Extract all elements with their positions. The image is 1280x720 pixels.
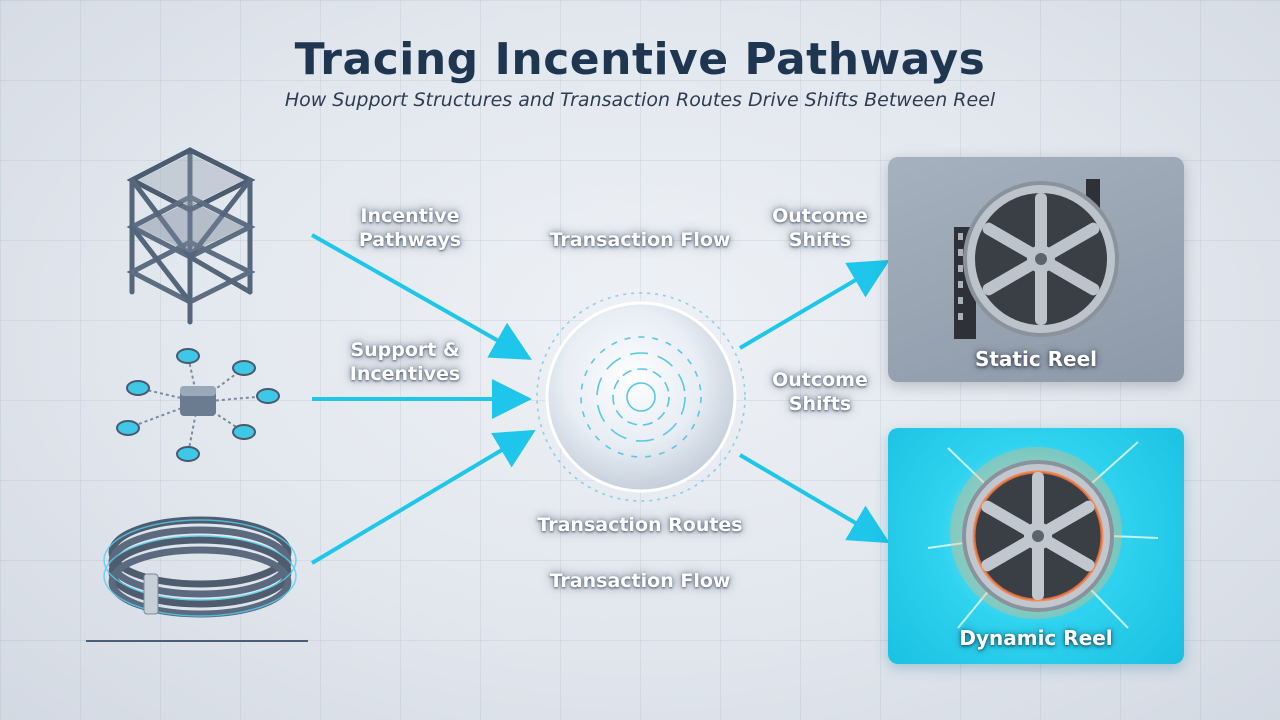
- cable-coil-icon: [100, 500, 300, 630]
- scaffold-structure-icon: [110, 132, 270, 327]
- film-reel-icon: [946, 177, 1126, 342]
- arrow-cable-to-hub: [310, 429, 536, 565]
- static-reel-card: Static Reel: [888, 157, 1184, 382]
- label-outcome-shifts-top: Outcome Shifts: [772, 205, 868, 251]
- label-incentive-pathways: Incentive Pathways: [358, 205, 462, 251]
- dynamic-reel-label: Dynamic Reel: [959, 626, 1113, 650]
- label-transaction-flow-bottom: Transaction Flow: [549, 570, 731, 592]
- dynamic-reel-card: Dynamic Reel: [888, 428, 1184, 664]
- node-network-icon: [108, 340, 288, 470]
- static-reel-label: Static Reel: [974, 347, 1098, 371]
- transaction-sphere-icon: [536, 292, 746, 502]
- label-outcome-shifts-bottom: Outcome Shifts: [772, 369, 868, 415]
- arrow-scaffold-to-hub: [311, 233, 532, 360]
- label-support-incentives: Support & Incentives: [349, 339, 461, 385]
- page-title: Tracing Incentive Pathways: [294, 34, 986, 85]
- label-transaction-routes: Transaction Routes: [537, 514, 743, 536]
- baseline-divider: [86, 640, 308, 642]
- page-subtitle: How Support Structures and Transaction R…: [284, 89, 996, 111]
- arrow-hub-to-static: [738, 259, 890, 350]
- film-reel-icon: [958, 456, 1118, 616]
- label-transaction-flow-top: Transaction Flow: [549, 229, 731, 251]
- arrow-hub-to-dynamic: [738, 453, 890, 544]
